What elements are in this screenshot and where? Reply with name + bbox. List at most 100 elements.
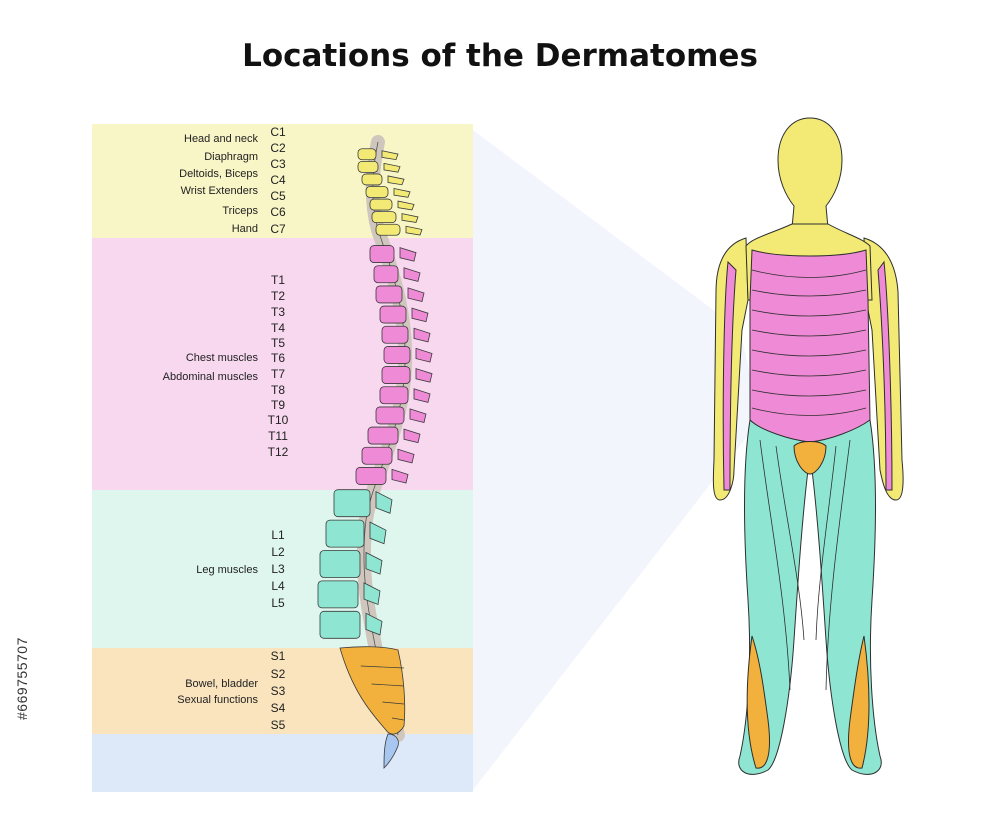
spinous-process — [411, 307, 429, 323]
spinous-process — [393, 188, 411, 198]
vertebra-body — [319, 550, 361, 578]
function-label: Head and neck — [184, 133, 258, 145]
sacral-line — [391, 717, 405, 721]
vertebra-body — [361, 173, 383, 186]
spinous-process — [415, 347, 433, 363]
spinous-process — [381, 150, 399, 161]
spinous-process — [405, 225, 423, 236]
segment-label: L4 — [271, 579, 285, 593]
vertebra-body — [361, 446, 393, 465]
thorax — [749, 249, 871, 443]
segment-label: T12 — [267, 445, 289, 459]
vertebra-body — [375, 406, 405, 425]
spinous-process — [413, 327, 431, 343]
segment-label: C2 — [270, 141, 286, 155]
sacral-line — [360, 665, 405, 669]
segment-label: T5 — [270, 336, 285, 350]
sacral-line — [371, 683, 405, 687]
function-label: Wrist Extenders — [180, 185, 258, 197]
sacral-line — [382, 701, 405, 705]
vertebra-body — [369, 198, 393, 211]
segment-label: T11 — [268, 429, 288, 443]
segment-label: T9 — [270, 398, 285, 412]
spinous-process — [365, 612, 383, 636]
vertebra-body — [319, 610, 361, 639]
page-title: Locations of the Dermatomes — [242, 38, 758, 74]
segment-label: T8 — [270, 383, 285, 397]
segment-label: T2 — [270, 289, 285, 303]
segment-label: T7 — [270, 367, 285, 381]
spinous-process — [363, 582, 381, 606]
segment-label: L3 — [271, 562, 285, 576]
vertebra-body — [355, 467, 387, 485]
spine — [317, 135, 433, 769]
spinous-process — [397, 448, 415, 464]
spinous-process — [397, 200, 415, 211]
sacral-band — [92, 648, 473, 734]
legs — [738, 418, 882, 775]
human-body — [712, 117, 904, 775]
spinous-process — [399, 247, 417, 262]
projection-beam — [473, 130, 760, 790]
function-label: Deltoids, Biceps — [179, 168, 258, 180]
vertebra-body — [357, 148, 377, 161]
stock-watermark: #669755707 — [14, 637, 30, 720]
function-label: Hand — [231, 223, 258, 235]
vertebra-body — [379, 386, 409, 405]
spinous-process — [409, 408, 427, 424]
segment-label: C5 — [270, 189, 286, 203]
spinous-process — [383, 162, 401, 173]
function-label: Sexual functions — [177, 694, 258, 706]
vertebra-body — [325, 519, 365, 548]
spinous-process — [401, 213, 419, 223]
vertebra-body — [381, 325, 409, 344]
segment-label: T4 — [270, 321, 285, 335]
function-label: Chest muscles — [185, 352, 258, 364]
segment-label: C3 — [270, 157, 286, 171]
vertebra-body — [365, 186, 389, 198]
vertebra-body — [371, 211, 397, 224]
vertebra-body — [317, 580, 359, 609]
segment-label: L2 — [271, 545, 285, 559]
spinous-process — [403, 267, 421, 282]
segment-label: L5 — [271, 596, 285, 610]
spinous-process — [413, 388, 431, 403]
segment-label: C1 — [270, 125, 286, 139]
segment-label: T3 — [270, 305, 285, 319]
coccyx-band — [92, 734, 473, 792]
spinous-process — [403, 428, 421, 444]
segment-label: S4 — [270, 701, 286, 715]
segment-label: L1 — [271, 528, 285, 542]
spinous-process — [375, 491, 393, 514]
segment-label: S3 — [270, 684, 286, 698]
segment-label: T10 — [267, 413, 289, 427]
segment-label: C7 — [270, 222, 286, 236]
segment-label: S2 — [270, 667, 286, 681]
groin — [793, 441, 827, 475]
vertebra-body — [367, 426, 399, 445]
spinous-process — [369, 521, 387, 545]
segment-label: T6 — [270, 351, 285, 365]
segment-label: S5 — [270, 718, 286, 732]
function-label: Triceps — [222, 205, 258, 217]
segment-label: T1 — [270, 273, 285, 287]
sacrum — [339, 646, 406, 735]
spinous-process — [415, 368, 433, 383]
vertebra-body — [381, 366, 411, 384]
vertebra-body — [379, 305, 407, 324]
function-label: Bowel, bladder — [185, 678, 258, 690]
spinous-process — [407, 287, 425, 303]
function-label: Diaphragm — [204, 151, 258, 163]
vertebra-body — [383, 346, 411, 364]
head — [777, 117, 843, 229]
spinous-process — [387, 175, 405, 186]
spinous-process — [365, 551, 383, 575]
function-label: Leg muscles — [196, 564, 258, 576]
vertebra-body — [333, 489, 371, 518]
vertebra-body — [373, 265, 399, 284]
vertebra-body — [357, 160, 379, 173]
vertebra-body — [375, 223, 401, 236]
segment-label: C6 — [270, 205, 286, 219]
coccyx — [383, 733, 399, 769]
